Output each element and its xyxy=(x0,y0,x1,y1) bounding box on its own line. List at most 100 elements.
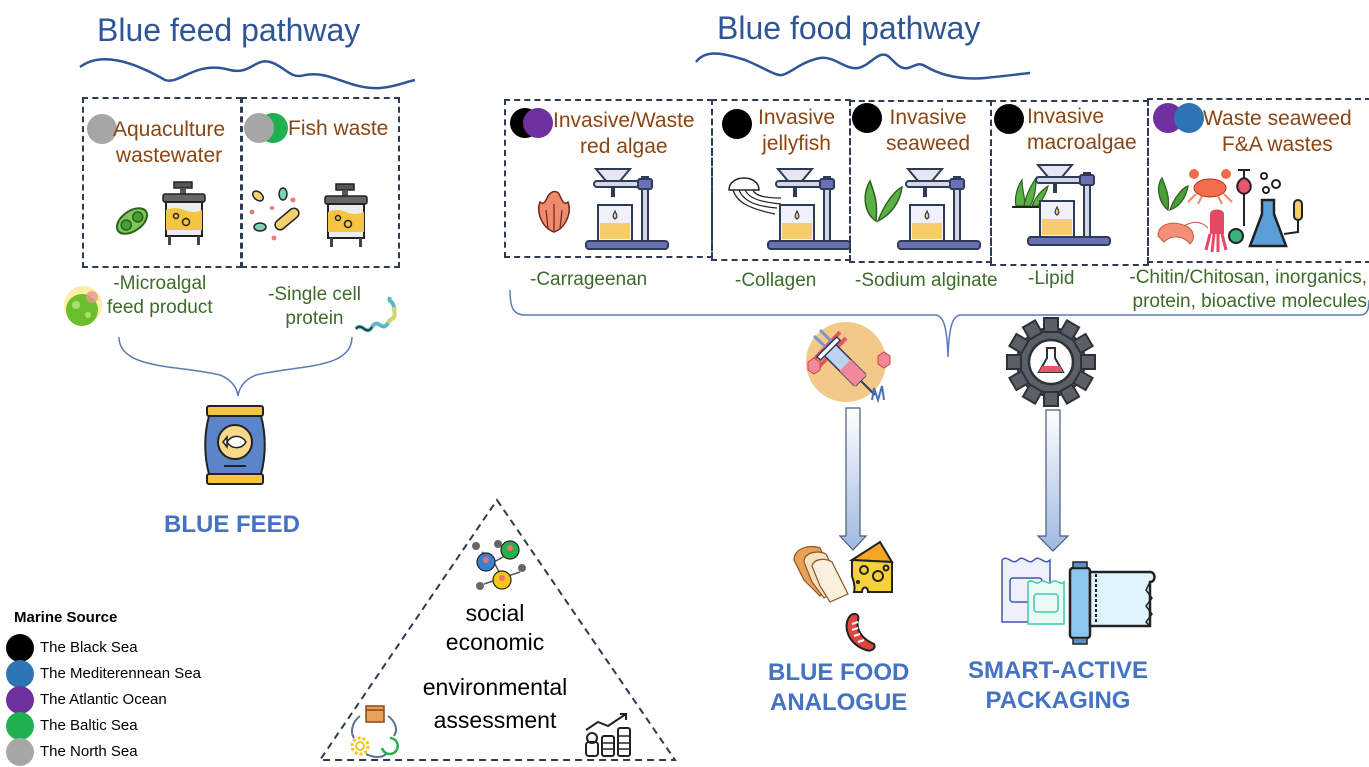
source-label-line: Invasive xyxy=(758,106,836,129)
source-label-jellyfish: Invasive jellyfish xyxy=(758,105,835,157)
product-line: -Single cell xyxy=(268,284,361,305)
social-network-icon xyxy=(472,540,526,590)
assessment-line: economic xyxy=(445,629,545,655)
bacteria-icon xyxy=(249,187,300,241)
legend-label: The Baltic Sea xyxy=(40,717,138,734)
source-label-line: Waste seaweed xyxy=(1203,107,1352,130)
source-label-line: seaweed xyxy=(886,132,971,155)
crab-icon xyxy=(1187,169,1233,205)
source-label-fish-waste: Fish waste xyxy=(288,116,388,142)
legend-dot xyxy=(6,686,34,714)
feed-pathway-title: Blue feed pathway xyxy=(97,12,361,48)
packaging-icon xyxy=(1001,557,1156,645)
bread-icon xyxy=(793,545,849,603)
marker-north-sea xyxy=(244,113,274,143)
red-algae-icon xyxy=(538,190,570,233)
source-label-red-algae: Invasive/Waste red algae xyxy=(553,108,695,160)
source-label-line: Invasive xyxy=(1027,105,1105,128)
circular-supply-chain-icon xyxy=(350,705,399,758)
product-line: feed product xyxy=(107,297,213,318)
microalgae-cell-icon xyxy=(115,207,149,235)
legend-label: The Mediterennean Sea xyxy=(40,665,201,682)
filtration-setup-icon xyxy=(1027,164,1111,246)
legend-dot xyxy=(6,660,34,688)
marker-black-sea xyxy=(722,109,752,139)
food-product-carrageenan: -Carrageenan xyxy=(530,269,648,290)
legend-title: Marine Source xyxy=(14,609,118,626)
feed-product-microalgal: -Microalgal feed product xyxy=(107,272,213,320)
filtration-setup-icon xyxy=(767,168,851,250)
source-label-line: red algae xyxy=(580,135,668,158)
lab-glassware-icon xyxy=(1228,169,1303,248)
outcome-line: ANALOGUE xyxy=(769,689,908,716)
source-box-fish-waste xyxy=(241,97,400,268)
filtration-setup-icon xyxy=(585,168,669,250)
seaweed-icon xyxy=(864,179,903,223)
source-label-line: Fish waste xyxy=(288,117,389,140)
outcome-line: PACKAGING xyxy=(985,687,1131,714)
marker-mediterranean-sea xyxy=(1174,103,1204,133)
microalgal-product-icon xyxy=(64,286,102,326)
source-label-aquaculture: Aquaculture wastewater xyxy=(113,117,225,169)
gear-flask-icon xyxy=(1006,317,1096,407)
squid-icon xyxy=(1204,209,1228,253)
food-product-lipid: -Lipid xyxy=(1028,268,1075,289)
filtration-setup-icon xyxy=(897,168,981,250)
source-label-line: Invasive/Waste xyxy=(553,109,695,132)
shrimp-icon xyxy=(1157,221,1209,245)
product-line: protein xyxy=(285,308,344,329)
assessment-line: social xyxy=(465,600,525,626)
jellyfish-icon xyxy=(728,177,782,215)
biotech-processing-icon xyxy=(806,322,891,404)
food-pathway-title: Blue food pathway xyxy=(717,10,981,46)
arrow-to-food-analogue xyxy=(838,407,868,551)
source-label-line: Invasive xyxy=(889,106,967,129)
product-line: -Microalgal xyxy=(113,273,207,294)
seafood-waste-lab-icon xyxy=(1157,169,1303,253)
legend-label: The Black Sea xyxy=(40,639,138,656)
food-product-collagen: -Collagen xyxy=(735,270,817,291)
legend-dot xyxy=(6,712,34,740)
source-label-macroalgae: Invasive macroalgae xyxy=(1027,104,1137,156)
source-label-line: jellyfish xyxy=(762,132,831,155)
source-label-line: Aquaculture xyxy=(113,118,226,141)
sausage-icon xyxy=(845,612,876,652)
seaweed-icon xyxy=(1158,176,1189,212)
legend-dot xyxy=(6,738,34,766)
cheese-icon xyxy=(848,540,894,593)
marine-source-legend: Marine Source The Black Sea The Meditere… xyxy=(0,605,240,767)
product-line: -Chitin/Chitosan, inorganics, xyxy=(1129,267,1367,288)
economic-growth-icon xyxy=(585,713,631,757)
fish-feed-bag-icon xyxy=(204,405,266,485)
food-product-chitin-chitosan: -Chitin/Chitosan, inorganics, protein, b… xyxy=(1122,266,1367,314)
marker-north-sea xyxy=(87,114,117,144)
outcome-blue-food-analogue: BLUE FOOD ANALOGUE xyxy=(768,658,909,718)
assessment-line: assessment xyxy=(433,707,557,733)
source-label-line: wastewater xyxy=(115,144,223,167)
marker-atlantic-ocean xyxy=(523,108,553,138)
outcome-smart-active-packaging: SMART-ACTIVE PACKAGING xyxy=(968,656,1148,716)
source-label-line: macroalgae xyxy=(1027,131,1137,154)
bioreactor-icon xyxy=(162,181,206,245)
outcome-line: SMART-ACTIVE xyxy=(968,657,1148,684)
bioreactor-icon xyxy=(324,183,368,247)
arrow-to-packaging xyxy=(1036,409,1070,552)
food-analogue-icon xyxy=(793,540,894,652)
assessment-label-environmental: environmental assessment xyxy=(405,671,585,737)
protein-helix-icon xyxy=(354,296,397,333)
source-box-fa-wastes xyxy=(1147,98,1369,263)
assessment-line: environmental xyxy=(422,674,568,700)
legend-label: The Atlantic Ocean xyxy=(40,691,167,708)
product-line: protein, bioactive molecules xyxy=(1132,291,1367,312)
outcome-line: BLUE FOOD xyxy=(768,659,910,686)
marker-black-sea xyxy=(852,103,882,133)
assessment-label-social-economic: social economic xyxy=(420,599,570,657)
legend-label: The North Sea xyxy=(40,743,138,760)
feed-product-single-cell-protein: -Single cell protein xyxy=(268,283,361,331)
